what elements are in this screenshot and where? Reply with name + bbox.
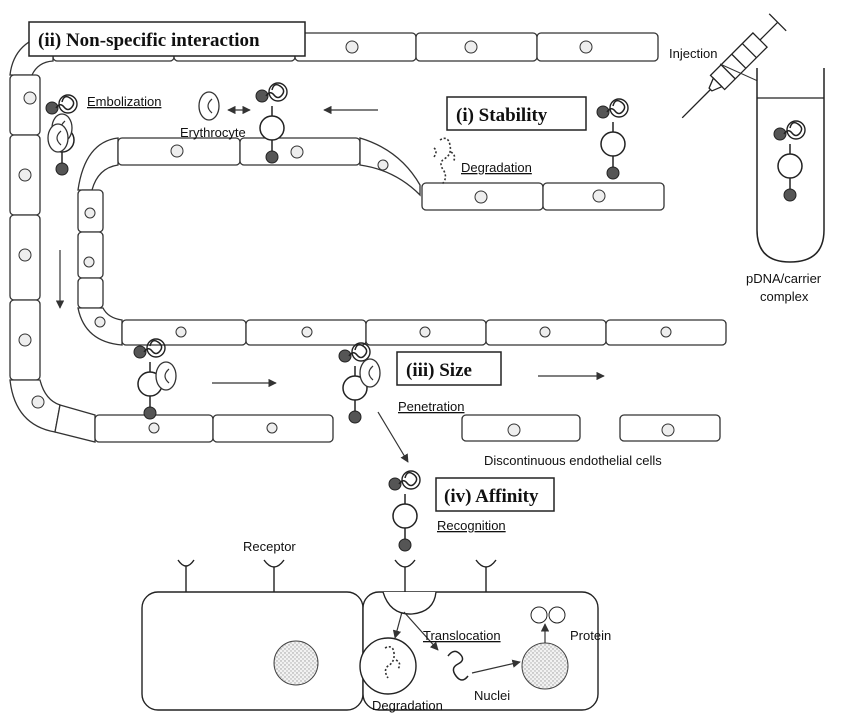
label-degradation-vessel: Degradation [461, 160, 532, 175]
label-complex-line2: complex [760, 289, 809, 304]
label-injection: Injection [669, 46, 717, 61]
label-receptor: Receptor [243, 539, 296, 554]
heading-size: (iii) Size [406, 360, 472, 381]
vessel-inner-left [77, 189, 123, 346]
erythrocyte-embolized-b [47, 123, 69, 153]
cell-arrow-to-nucleus [471, 659, 521, 674]
label-embolization: Embolization [87, 94, 161, 109]
target-cell-left [141, 591, 364, 711]
complex-entering [596, 98, 629, 180]
heading-affinity-box: (iv) Affinity [435, 477, 555, 512]
degradation-fragments-vessel [433, 137, 456, 186]
discontinuous-endothelial-cells [461, 414, 721, 442]
cell-arrow-to-pdna [403, 611, 439, 651]
target-cell-right [359, 591, 599, 711]
label-translocation: Translocation [423, 628, 501, 643]
label-penetration: Penetration [398, 399, 465, 414]
penetration-arrow [377, 411, 409, 463]
degradation-fragments-cell [384, 646, 401, 679]
heading-affinity: (iv) Affinity [444, 486, 539, 507]
nucleus-icon [521, 642, 569, 690]
syringe-icon [681, 13, 787, 119]
erythrocyte-icon [198, 91, 220, 121]
heading-nonspecific: (ii) Non-specific interaction [38, 30, 260, 51]
erythrocyte-middle-left [155, 361, 177, 391]
heading-size-box: (iii) Size [396, 351, 502, 386]
vessel-bottom-row [94, 414, 334, 443]
label-complex-line1: pDNA/carrier [746, 271, 822, 286]
label-nuclei: Nuclei [474, 688, 510, 703]
receptors [177, 559, 497, 592]
label-erythrocyte: Erythrocyte [180, 125, 246, 140]
heading-nonspecific-box: (ii) Non-specific interaction [28, 21, 306, 57]
label-recognition: Recognition [437, 518, 506, 533]
cell-arrow-to-endosome [392, 611, 403, 639]
released-pdna-icon [447, 650, 469, 681]
vessel-inner-top [77, 137, 665, 211]
heading-stability-box: (i) Stability [446, 96, 587, 131]
complex-receptor-binding [388, 470, 421, 552]
vessel-middle-row [121, 319, 727, 346]
label-protein: Protein [570, 628, 611, 643]
label-degradation-cell: Degradation [372, 698, 443, 713]
label-discontinuous: Discontinuous endothelial cells [484, 453, 662, 468]
erythrocyte-middle [359, 358, 381, 388]
heading-stability: (i) Stability [456, 105, 548, 126]
